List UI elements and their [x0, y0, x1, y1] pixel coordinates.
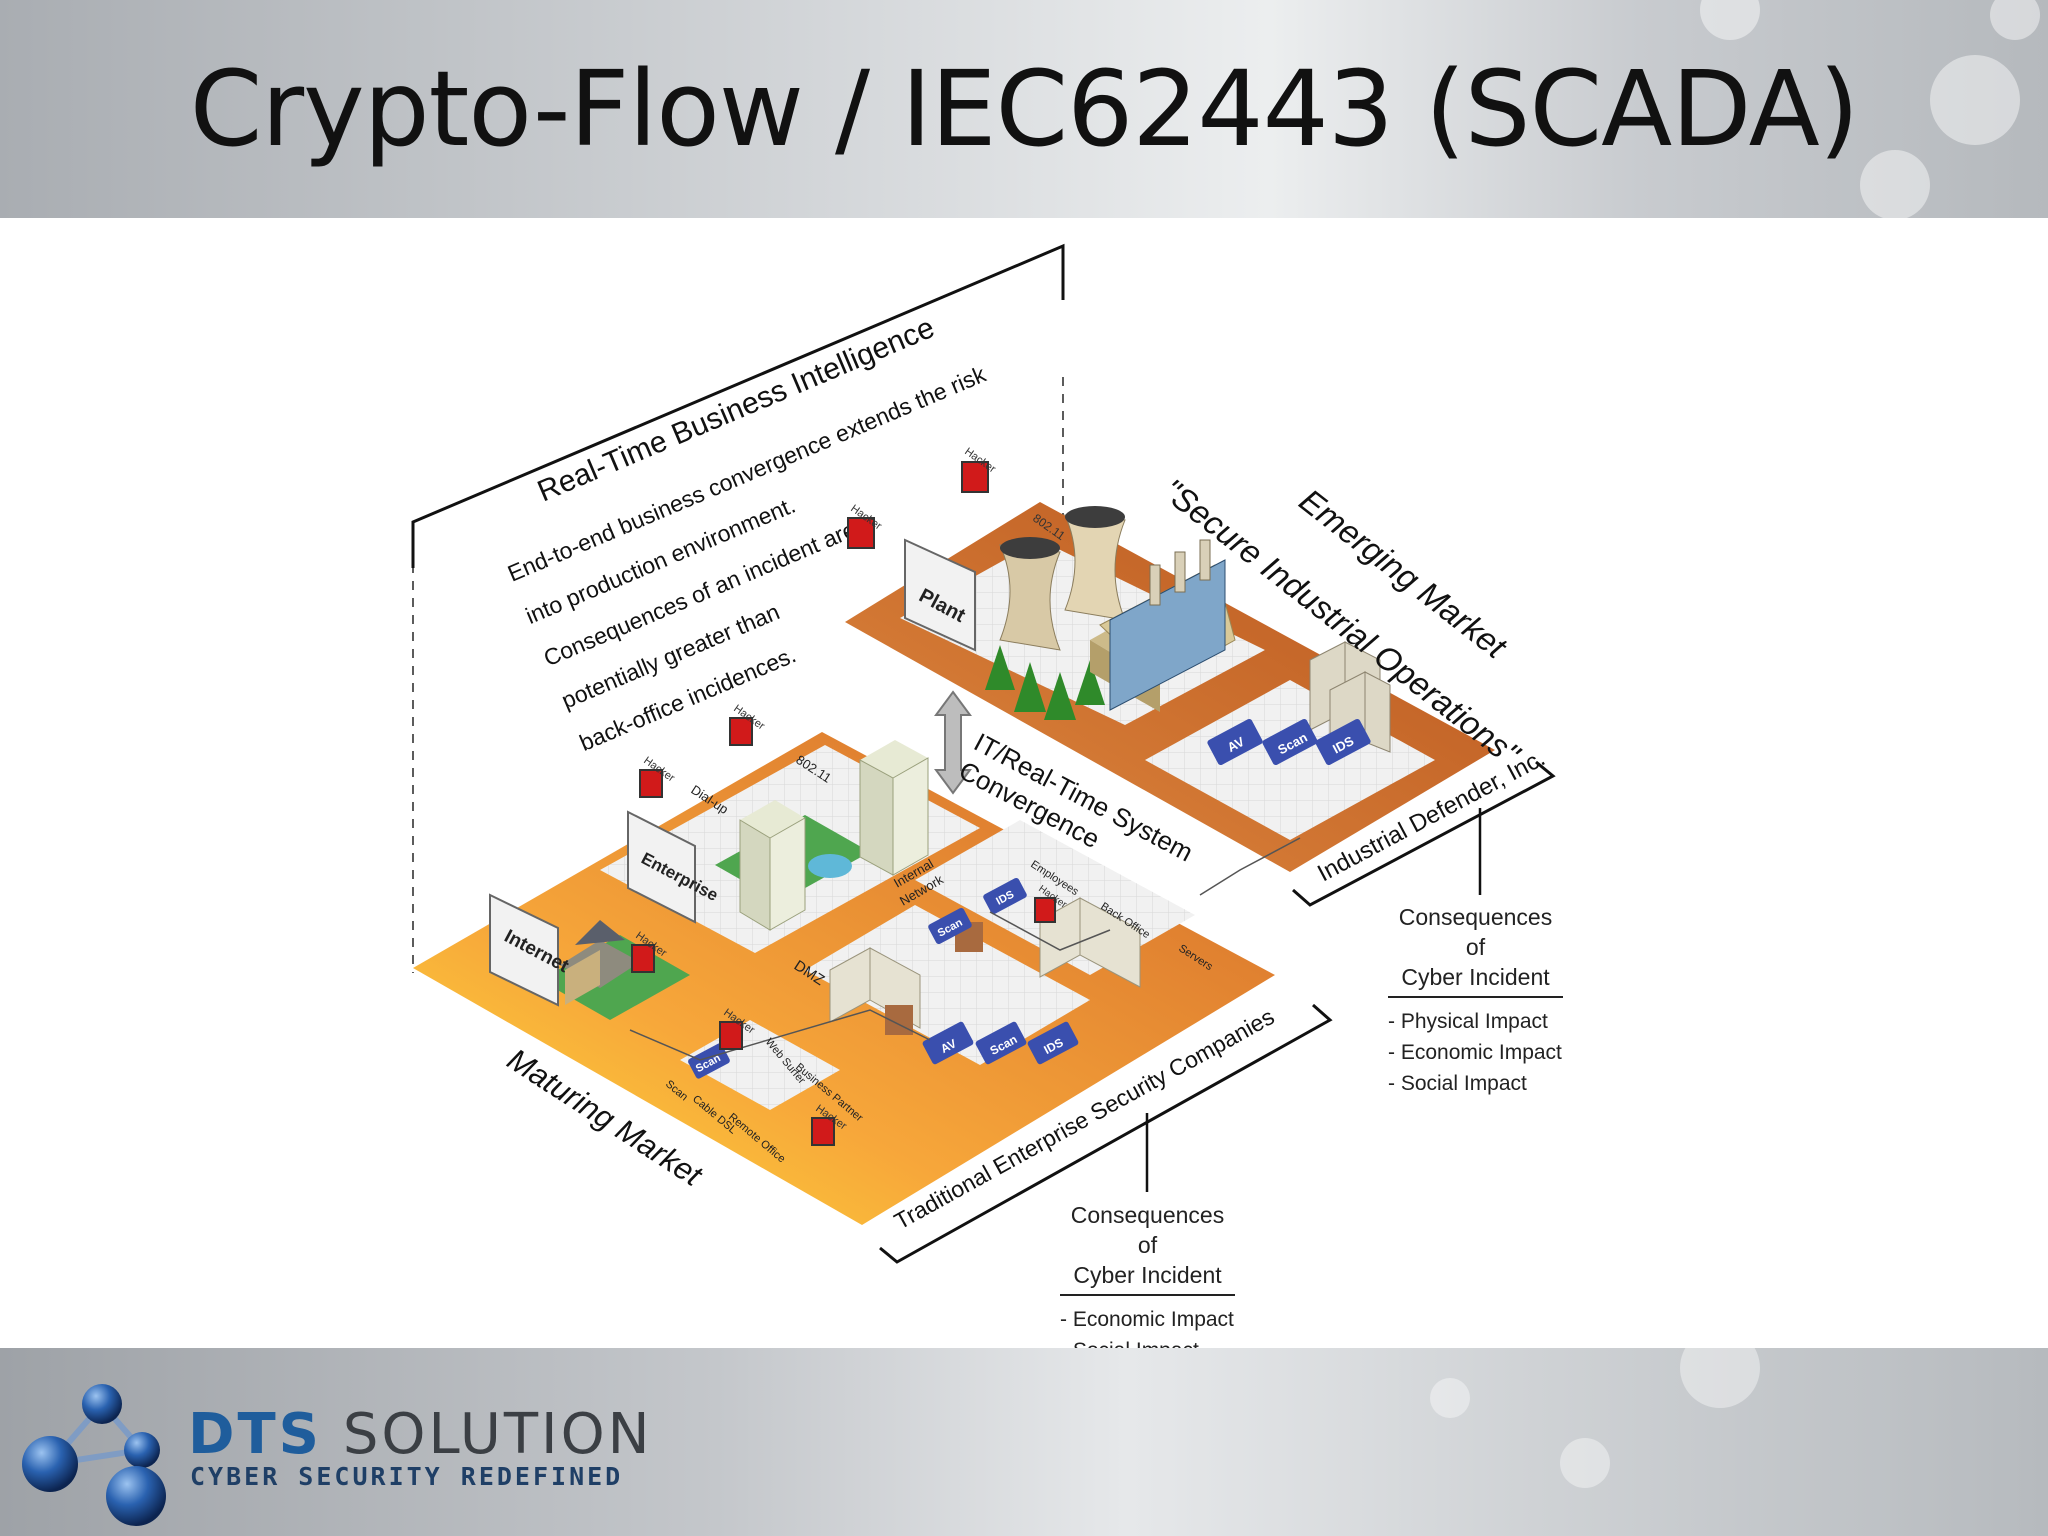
enterprise-buildings — [739, 740, 929, 931]
consequences-enterprise-item-1: - Economic Impact — [1060, 1308, 1234, 1331]
company-logo-wordmark: DTS SOLUTION — [188, 1402, 653, 1467]
footer-banner — [0, 1348, 2048, 1536]
scada-convergence-diagram: Real-Time Business Intelligence End-to-e… — [411, 243, 1556, 1264]
emerging-market-platform: Plant AV Scan IDS Hacker Hacker 802.11 — [845, 446, 1495, 872]
dts-logo-mark — [22, 1384, 166, 1526]
maturing-market-platform: AV Scan IDS Scan IDS Scan Enterprise Int… — [413, 703, 1301, 1225]
consequences-industrial-heading-2: Cyber Incident — [1401, 964, 1550, 990]
consequences-enterprise-heading: Consequences of Cyber Incident — [1060, 1200, 1235, 1296]
consequences-industrial-item-2: - Economic Impact — [1388, 1041, 1562, 1064]
slide-title: Crypto-Flow / IEC62443 (SCADA) — [189, 48, 1860, 170]
consequences-industrial-heading: Consequences of Cyber Incident — [1388, 902, 1563, 998]
consequences-enterprise-heading-2: Cyber Incident — [1073, 1262, 1222, 1288]
enterprise-badge-av: AV — [938, 1036, 959, 1056]
emerging-market-label: Emerging Market — [1293, 481, 1515, 666]
consequences-enterprise: Consequences of Cyber Incident - Economi… — [1060, 1200, 1235, 1366]
consequences-industrial: Consequences of Cyber Incident - Physica… — [1388, 902, 1563, 1099]
plant-servers — [1309, 641, 1391, 761]
consequences-industrial-heading-1: Consequences of — [1398, 904, 1553, 960]
cooling-towers — [999, 506, 1126, 651]
network-lines — [629, 837, 1301, 1061]
enterprise-sign: Enterprise — [627, 810, 721, 924]
consequences-enterprise-heading-1: Consequences of — [1070, 1202, 1225, 1258]
logo-solution-text: SOLUTION — [342, 1402, 653, 1467]
consequences-industrial-item-1: - Physical Impact — [1388, 1010, 1548, 1033]
title-banner — [0, 0, 2048, 218]
consequences-industrial-item-3: - Social Impact — [1388, 1072, 1527, 1095]
home-house — [560, 920, 640, 1005]
logo-dts-text: DTS — [188, 1402, 323, 1467]
plant-sign: Plant — [904, 538, 976, 652]
enterprise-security-badges: AV Scan IDS Scan IDS Scan — [688, 877, 1079, 1079]
factory-building — [1090, 539, 1236, 712]
plant-trees — [985, 645, 1105, 720]
company-tagline: CYBER SECURITY REDEFINED — [190, 1462, 624, 1491]
industrial-security-badges: AV Scan IDS — [1207, 718, 1371, 766]
internet-sign: Internet — [489, 893, 573, 1007]
industrial-badge-av: AV — [1225, 734, 1247, 755]
